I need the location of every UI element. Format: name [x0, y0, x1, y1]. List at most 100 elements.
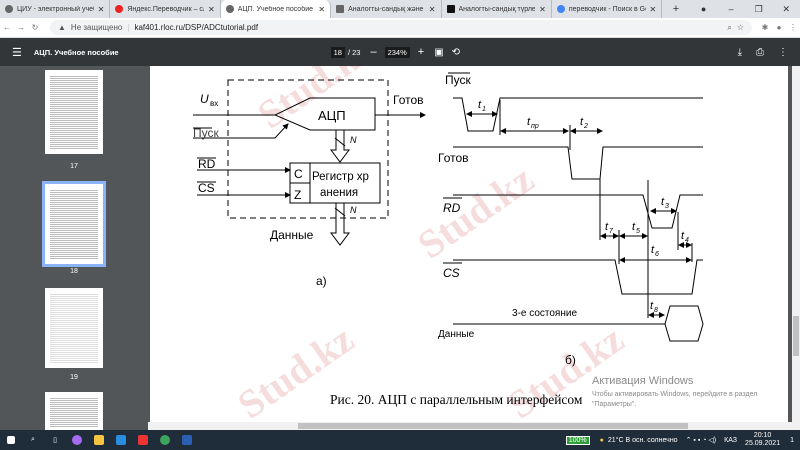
close-icon[interactable]: ✕ [208, 4, 215, 14]
print-icon[interactable]: ⎙ [756, 46, 764, 58]
svg-text:Чтобы активировать Windows, пе: Чтобы активировать Windows, перейдите в … [592, 390, 757, 398]
adc-label: АЦП [318, 108, 346, 123]
language-indicator[interactable]: КАЗ [724, 436, 738, 444]
close-icon[interactable]: ✕ [97, 4, 105, 14]
new-tab-button[interactable]: + [672, 3, 680, 15]
svg-text:1: 1 [482, 106, 486, 113]
pdf-viewport: Stud.kz Stud.kz Stud.kz Stud.kz U вх Пус… [148, 66, 792, 422]
yandex-browser-icon[interactable] [132, 430, 154, 450]
menu-icon[interactable]: ⋮ [789, 23, 797, 32]
page-number-input[interactable]: 18 [330, 46, 345, 58]
extensions-icon[interactable]: ✱ [761, 23, 769, 32]
task-view-icon[interactable]: ▯ [53, 437, 57, 444]
explorer-icon[interactable] [88, 430, 110, 450]
windows-activation: Активация Windows Чтобы активировать Win… [592, 375, 757, 408]
svg-text:2: 2 [583, 123, 588, 130]
tray-icons[interactable]: ⌃ ▪ ▪ ◔ ◁) [685, 437, 717, 444]
svg-text:Пуск: Пуск [445, 73, 471, 87]
svg-text:вх: вх [210, 99, 218, 108]
bus-arrow [330, 203, 350, 246]
svg-text:N: N [350, 135, 357, 145]
word-icon[interactable] [176, 430, 198, 450]
data-bus [664, 305, 704, 342]
account-icon[interactable]: ● [776, 23, 782, 32]
svg-text:Stud.kz: Stud.kz [249, 66, 381, 137]
svg-text:t: t [527, 116, 531, 128]
rd-label: RD [198, 157, 216, 171]
document-icon [336, 5, 345, 13]
tab-2[interactable]: Яндекс.Переводчик – слов✕ [110, 0, 221, 18]
close-icon[interactable]: ✕ [539, 4, 546, 14]
g-icon [446, 5, 455, 13]
tab-4[interactable]: Аналогты-сандық және са✕ [331, 0, 442, 18]
menu-icon[interactable]: ☰ [12, 46, 22, 59]
close-icon[interactable]: ✕ [318, 4, 326, 14]
more-icon[interactable]: ⋮ [778, 46, 788, 58]
svg-text:5: 5 [636, 228, 640, 235]
tab-5[interactable]: Аналогты-сандық түрлен✕ [442, 0, 552, 18]
timing-diagram [443, 72, 704, 342]
zoom-out-button[interactable]: – [370, 46, 377, 58]
url-input[interactable]: ▲ Не защищено | kaf401.rloc.ru/DSP/ADCtu… [50, 20, 752, 35]
ready-label: Готов [393, 93, 424, 107]
adc-figure: Stud.kz Stud.kz Stud.kz Stud.kz U вх Пус… [193, 66, 757, 422]
forward-icon[interactable]: → [17, 23, 25, 32]
bus-arrow [330, 130, 350, 163]
reload-icon[interactable]: ↻ [31, 23, 39, 32]
tab-3[interactable]: АЦП. Учебное пособие✕ [220, 0, 332, 18]
close-icon[interactable]: ✕ [649, 4, 657, 14]
cs-label: CS [198, 181, 215, 195]
subfigure-b-label: б) [565, 353, 576, 367]
svg-text:анения: анения [320, 187, 358, 199]
thumbnail-page-17[interactable] [45, 70, 103, 154]
svg-text:7: 7 [609, 228, 614, 235]
fit-page-icon[interactable]: ▣ [434, 46, 444, 58]
svg-text:C: C [294, 167, 303, 181]
cs-waveform [453, 259, 703, 295]
maximize-button[interactable]: ❐ [754, 4, 763, 14]
tab-6[interactable]: переводчик - Поиск в Goo✕ [552, 0, 663, 18]
svg-text:"Параметры".: "Параметры". [592, 401, 636, 408]
battery-indicator[interactable]: 100% [565, 435, 590, 445]
google-icon [556, 5, 565, 13]
zoom-icon[interactable]: ⌕ [727, 22, 732, 32]
search-icon[interactable]: ⌕ [31, 436, 35, 443]
zoom-in-button[interactable]: + [417, 46, 425, 58]
svg-text:3-е состояние: 3-е состояние [512, 308, 577, 319]
globe-icon [225, 5, 234, 13]
warning-icon: ▲ [58, 23, 66, 32]
svg-text:6: 6 [655, 251, 659, 258]
star-icon[interactable]: ☆ [736, 23, 744, 32]
close-window-button[interactable]: ✕ [782, 4, 790, 14]
rotate-icon[interactable]: ⟲ [451, 46, 461, 58]
horizontal-scrollbar[interactable] [148, 422, 800, 430]
svg-text:3: 3 [665, 203, 669, 210]
back-icon[interactable]: ← [3, 23, 11, 32]
notification-icon[interactable]: 1 [790, 436, 794, 444]
vertical-scrollbar[interactable] [792, 66, 800, 422]
profile-icon[interactable]: ● [700, 4, 707, 14]
close-icon[interactable]: ✕ [428, 4, 436, 14]
svg-text:RD: RD [443, 201, 461, 215]
minimize-button[interactable]: – [728, 4, 734, 14]
thumbnail-page-18[interactable] [42, 181, 106, 267]
mail-icon[interactable] [110, 430, 132, 450]
svg-text:CS: CS [443, 266, 460, 280]
yandex-icon [115, 5, 124, 13]
thumbnail-sidebar: 17 18 19 [0, 66, 148, 432]
weather-text[interactable]: 21°C В осн. солнечно [607, 436, 678, 444]
dashed-boundary [227, 79, 389, 219]
tab-1[interactable]: ЦИУ - электронный учебн✕ [0, 0, 111, 18]
alice-icon[interactable] [66, 430, 88, 450]
weather-icon: ● [599, 436, 604, 444]
block-diagram [193, 79, 426, 246]
data-label: Данные [270, 228, 314, 242]
start-icon[interactable] [0, 430, 22, 450]
chrome-icon[interactable] [154, 430, 176, 450]
watermarks: Stud.kz Stud.kz Stud.kz Stud.kz [229, 66, 631, 422]
download-icon[interactable]: ⤓ [737, 46, 742, 58]
thumbnail-page-20[interactable] [45, 392, 103, 432]
zoom-input[interactable]: 234% [384, 46, 410, 58]
thumbnail-page-19[interactable] [45, 288, 103, 368]
